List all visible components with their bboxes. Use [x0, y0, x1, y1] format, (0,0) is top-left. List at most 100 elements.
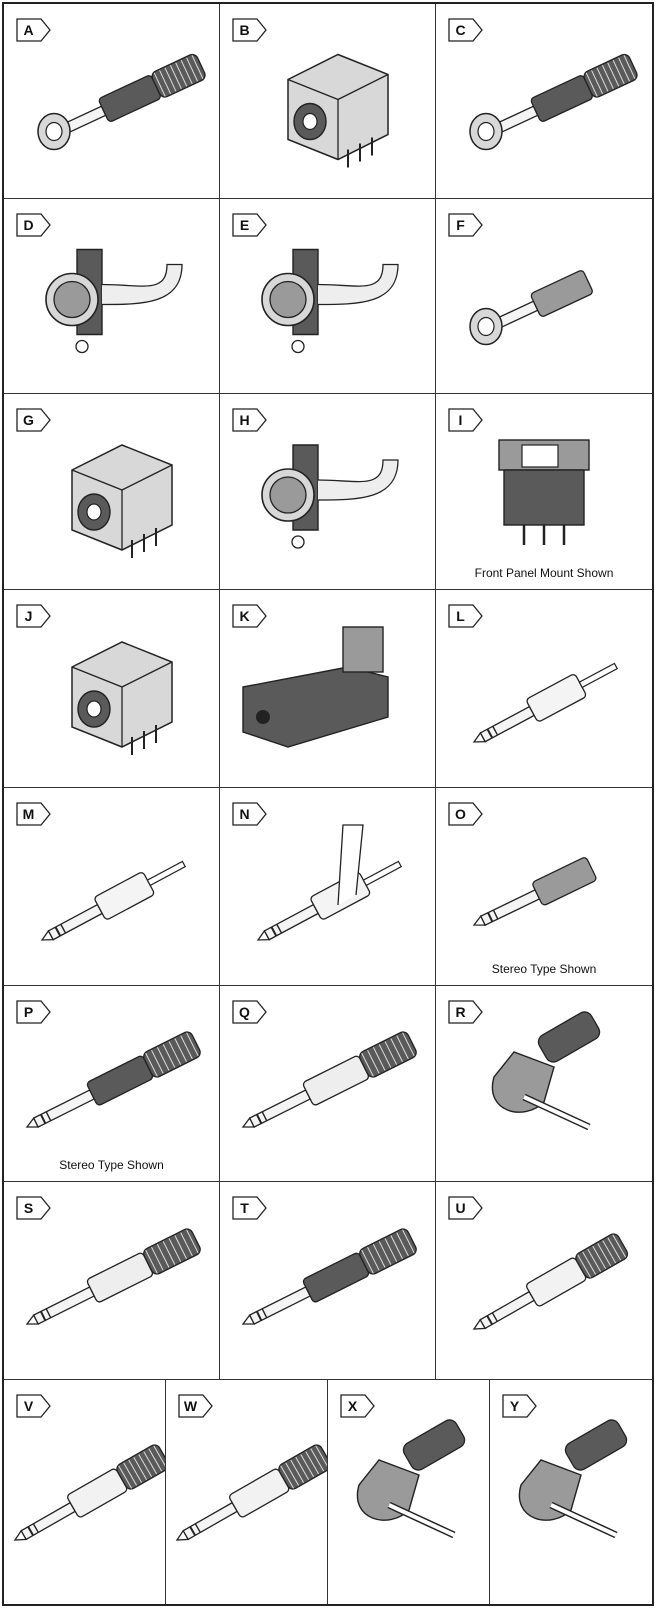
connector-cell-d: D — [4, 199, 220, 394]
item-letter-tag: D — [16, 213, 52, 237]
connector-cell-r: R — [436, 986, 652, 1182]
catalog-row: D E F — [4, 199, 652, 394]
connector-cell-g: G — [4, 394, 220, 590]
item-letter: X — [347, 1398, 358, 1414]
item-letter: U — [455, 1200, 466, 1216]
connector-illustration — [241, 1031, 417, 1128]
item-letter-tag: B — [232, 18, 268, 42]
item-letter-tag: C — [448, 18, 484, 42]
item-letter: R — [455, 1004, 466, 1020]
connector-illustration — [491, 1011, 601, 1131]
connector-cell-l: L — [436, 590, 652, 788]
item-letter-tag: N — [232, 802, 268, 826]
connector-illustration — [518, 1419, 628, 1539]
item-letter-tag: P — [16, 1000, 52, 1024]
item-letter-tag: I — [448, 408, 484, 432]
connector-cell-c: C — [436, 4, 652, 199]
connector-cell-b: B — [220, 4, 436, 199]
item-letter: D — [23, 217, 34, 233]
connector-illustration — [469, 53, 638, 151]
connector-cell-v: V — [4, 1380, 166, 1604]
catalog-row: J K L — [4, 590, 652, 788]
connector-illustration — [287, 53, 389, 168]
catalog-row: A B C — [4, 4, 652, 199]
item-letter: F — [456, 217, 465, 233]
connector-cell-e: E — [220, 199, 436, 394]
item-letter-tag: A — [16, 18, 52, 42]
catalog-row: P Stereo Type Shown Q R — [4, 986, 652, 1182]
connector-cell-n: N — [220, 788, 436, 986]
item-letter: V — [23, 1398, 34, 1414]
connector-illustration — [241, 1228, 417, 1325]
item-letter: E — [239, 217, 250, 233]
item-caption: Stereo Type Shown — [59, 1158, 164, 1172]
connector-illustration — [356, 1419, 466, 1539]
item-letter: H — [239, 412, 250, 428]
connector-illustration — [261, 444, 399, 549]
connector-illustration — [175, 1444, 327, 1541]
item-letter: O — [455, 806, 466, 822]
connector-cell-w: W — [166, 1380, 328, 1604]
item-letter-tag: X — [340, 1394, 376, 1418]
connector-illustration — [242, 626, 389, 748]
connector-cell-h: H — [220, 394, 436, 590]
connector-illustration — [13, 1444, 165, 1541]
connector-illustration — [37, 53, 206, 151]
connector-cell-q: Q — [220, 986, 436, 1182]
item-letter-tag: K — [232, 604, 268, 628]
connector-cell-m: M — [4, 788, 220, 986]
connector-cell-p: P Stereo Type Shown — [4, 986, 220, 1182]
item-letter: N — [239, 806, 250, 822]
connector-illustration — [25, 1031, 201, 1128]
connector-illustration — [472, 857, 597, 927]
item-letter: A — [23, 22, 34, 38]
item-letter: T — [240, 1200, 249, 1216]
item-letter-tag: E — [232, 213, 268, 237]
connector-illustration — [71, 641, 173, 755]
connector-illustration — [40, 860, 187, 941]
catalog-row: G H I Front Panel Mount Shown — [4, 394, 652, 590]
item-letter-tag: Y — [502, 1394, 538, 1418]
item-caption: Front Panel Mount Shown — [474, 566, 614, 580]
item-letter: C — [455, 22, 466, 38]
item-letter-tag: G — [16, 408, 52, 432]
item-letter: Q — [239, 1004, 250, 1020]
catalog-row: V W X Y — [4, 1380, 652, 1604]
item-letter-tag: Q — [232, 1000, 268, 1024]
item-letter: B — [239, 22, 250, 38]
item-letter-tag: O — [448, 802, 484, 826]
connector-illustration — [472, 662, 619, 743]
connector-illustration — [469, 270, 593, 346]
item-letter-tag: H — [232, 408, 268, 432]
item-letter: W — [183, 1398, 198, 1414]
catalog-row: S T U — [4, 1182, 652, 1380]
item-letter-tag: V — [16, 1394, 52, 1418]
item-caption: Stereo Type Shown — [491, 962, 597, 976]
item-letter-tag: L — [448, 604, 484, 628]
connector-cell-t: T — [220, 1182, 436, 1380]
connector-illustration — [25, 1228, 201, 1325]
connector-cell-s: S — [4, 1182, 220, 1380]
item-letter: M — [22, 806, 35, 822]
item-letter: J — [24, 608, 33, 624]
item-letter-tag: R — [448, 1000, 484, 1024]
connector-cell-x: X — [328, 1380, 490, 1604]
connector-illustration — [261, 248, 399, 354]
connector-cell-o: O Stereo Type Shown — [436, 788, 652, 986]
connector-illustration — [472, 1233, 629, 1330]
catalog-row: M N O Stereo Type Shown — [4, 788, 652, 986]
item-letter-tag: W — [178, 1394, 214, 1418]
connector-illustration — [71, 444, 173, 558]
connector-cell-i: I Front Panel Mount Shown — [436, 394, 652, 590]
item-letter-tag: T — [232, 1196, 268, 1220]
connector-cell-f: F — [436, 199, 652, 394]
connector-cell-y: Y — [490, 1380, 652, 1604]
connector-illustration — [256, 824, 403, 941]
item-letter: G — [23, 412, 34, 428]
item-letter-tag: J — [16, 604, 52, 628]
item-letter-tag: U — [448, 1196, 484, 1220]
item-letter-tag: S — [16, 1196, 52, 1220]
connector-cell-j: J — [4, 590, 220, 788]
item-letter: L — [456, 608, 465, 624]
